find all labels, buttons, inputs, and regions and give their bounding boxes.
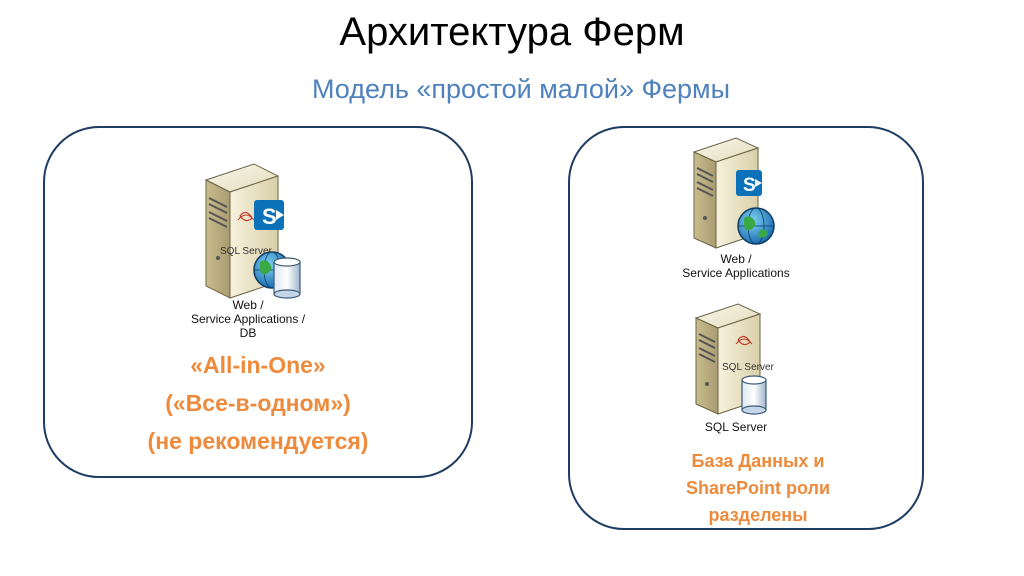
slide-title: Архитектура Ферм — [339, 10, 685, 54]
separated-roles-label: SharePoint роли — [685, 478, 831, 498]
globe-icon — [737, 207, 775, 245]
server-tower-icon: S — [692, 137, 775, 249]
all-in-one-server-caption: Web / Service Applications / DB — [150, 298, 346, 340]
server-tower-icon: S SQL Server — [204, 163, 301, 299]
web-server-caption: Web / Service Applications — [646, 252, 826, 280]
sharepoint-icon: S — [736, 170, 762, 196]
caption-line: DB — [239, 326, 257, 340]
all-in-one-ru-label: («Все-в-одном») — [165, 390, 351, 416]
sharepoint-icon: S — [254, 200, 284, 230]
svg-text:SQL Server: SQL Server — [220, 246, 273, 257]
web-server: S — [686, 134, 794, 252]
caption-line: Web / — [232, 298, 264, 312]
slide-subtitle: Модель «простой малой» Фермы — [311, 74, 731, 104]
caption-line: Service Applications — [682, 266, 790, 280]
sql-server-logo-icon: SQL Server — [722, 335, 775, 373]
separated-roles-label: База Данных и — [691, 451, 825, 471]
database-icon — [741, 375, 767, 415]
all-in-one-server: S SQL Server — [196, 158, 316, 303]
sql-server-caption: SQL Server — [704, 420, 768, 434]
separated-roles-label: разделены — [708, 505, 808, 525]
svg-text:S: S — [262, 204, 277, 229]
sql-server-logo-icon: SQL Server — [220, 211, 273, 257]
all-in-one-labels: «All-in-One» («Все-в-одном») (не рекомен… — [43, 346, 473, 460]
server-tower-icon: SQL Server — [694, 303, 775, 415]
all-in-one-label: «All-in-One» — [190, 352, 326, 378]
database-icon — [273, 257, 301, 299]
caption-line: Service Applications / — [190, 312, 306, 326]
sql-server: SQL Server — [688, 300, 788, 418]
separated-roles-labels: База Данных и SharePoint роли разделены — [568, 448, 948, 529]
svg-text:S: S — [743, 175, 756, 196]
caption-line: Web / — [720, 252, 752, 266]
not-recommended-label: (не рекомендуется) — [147, 428, 369, 454]
svg-text:SQL Server: SQL Server — [722, 362, 775, 373]
